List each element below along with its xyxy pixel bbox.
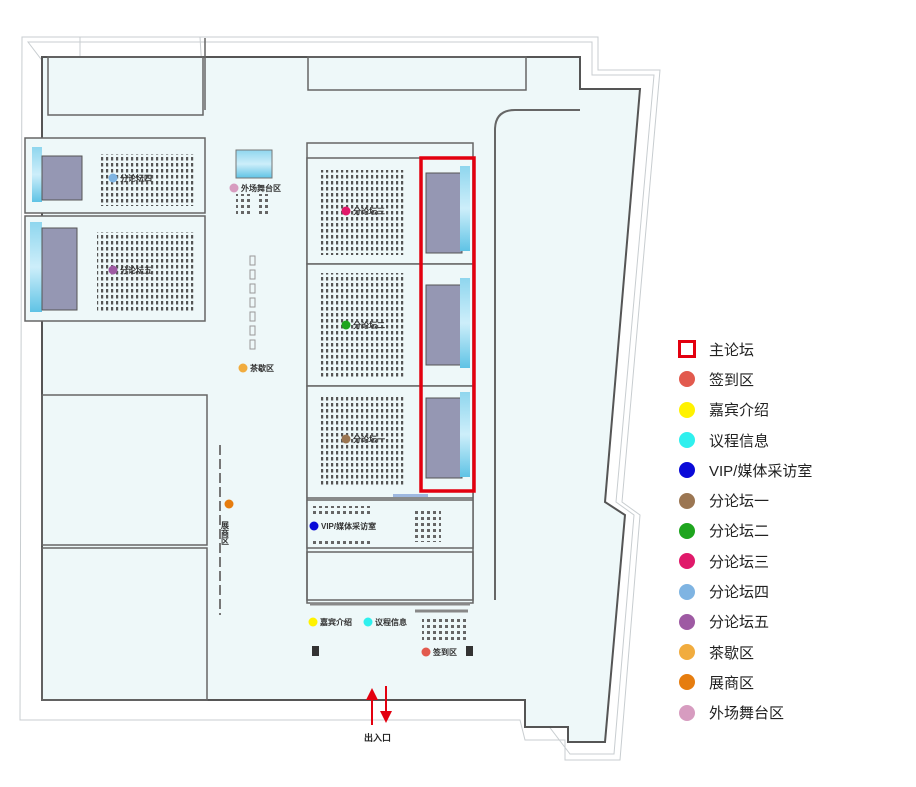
legend-marker-icon <box>679 371 695 388</box>
legend-item-tea-break: 茶歇区 <box>676 637 906 667</box>
forum2-stage <box>425 284 463 366</box>
legend-label: 分论坛二 <box>709 523 770 541</box>
forum3-stage <box>425 172 463 254</box>
legend-item-sign-in: 签到区 <box>676 364 906 394</box>
outdoor-stage-marker <box>229 183 239 193</box>
legend-item-guest-intro: 嘉宾介绍 <box>676 395 906 425</box>
svg-text:分论坛五: 分论坛五 <box>120 265 152 275</box>
legend-label: 分论坛一 <box>709 493 770 511</box>
map-markers: 分论坛四 分论坛五 外场舞台区 茶歇区 分论坛三 分论坛二 分论坛一 VIP/媒… <box>108 173 457 657</box>
svg-text:VIP/媒体采访室: VIP/媒体采访室 <box>321 521 376 531</box>
legend-label: 分论坛四 <box>709 584 770 602</box>
svg-text:签到区: 签到区 <box>432 647 457 657</box>
forum5-stage <box>41 227 78 311</box>
entrance-label: 出入口 <box>364 733 392 743</box>
agenda-info-marker <box>363 617 373 627</box>
legend-label: 主论坛 <box>709 341 755 359</box>
legend-marker-icon <box>679 522 695 539</box>
legend-item-forum5: 分论坛五 <box>676 607 906 637</box>
vip-media-marker <box>309 521 319 531</box>
svg-text:展商区: 展商区 <box>221 521 230 546</box>
legend-item-forum3: 分论坛三 <box>676 546 906 576</box>
legend-item-vip-media: VIP/媒体采访室 <box>676 455 906 485</box>
legend-label: 分论坛三 <box>709 553 770 571</box>
svg-text:外场舞台区: 外场舞台区 <box>241 183 281 193</box>
svg-text:分论坛四: 分论坛四 <box>120 173 152 183</box>
legend-item-forum4: 分论坛四 <box>676 576 906 606</box>
svg-text:分论坛一: 分论坛一 <box>353 434 385 444</box>
legend-item-forum2: 分论坛二 <box>676 516 906 546</box>
legend-label: 外场舞台区 <box>709 705 785 723</box>
left-rooms <box>24 137 208 701</box>
legend-marker-icon <box>679 583 695 600</box>
legend-marker-icon <box>679 704 695 721</box>
legend-marker-icon <box>678 340 696 359</box>
forum2-screen <box>460 278 470 368</box>
legend-label: VIP/媒体采访室 <box>709 462 813 480</box>
forum1-screen <box>460 392 470 477</box>
svg-text:议程信息: 议程信息 <box>375 617 407 627</box>
tea-break-marker <box>238 363 248 373</box>
legend-item-forum1: 分论坛一 <box>676 485 906 515</box>
sign-in-desks <box>310 602 473 656</box>
forum4-stage <box>41 155 83 201</box>
legend-item-exhibition: 展商区 <box>676 667 906 697</box>
forum1-marker <box>341 434 351 444</box>
guest-intro-marker <box>308 617 318 627</box>
legend-label: 签到区 <box>709 371 755 389</box>
legend-item-outdoor-stage: 外场舞台区 <box>676 698 906 728</box>
outdoor-stage-area <box>235 149 273 350</box>
legend-label: 茶歇区 <box>709 644 755 662</box>
forum3-marker <box>341 206 351 216</box>
legend-marker-icon <box>679 644 695 661</box>
sign-in-marker <box>421 647 431 657</box>
svg-text:分论坛二: 分论坛二 <box>353 320 385 330</box>
forum5-screen <box>30 222 42 312</box>
svg-text:嘉宾介绍: 嘉宾介绍 <box>319 617 352 627</box>
main-forum-outline <box>419 156 476 493</box>
exhibition-marker <box>224 499 234 509</box>
legend-marker-icon <box>679 613 695 630</box>
forum4-screen <box>32 147 42 202</box>
legend-label: 议程信息 <box>709 432 770 450</box>
legend-item-main-forum: 主论坛 <box>676 334 906 364</box>
forum4-marker <box>108 173 118 183</box>
legend-marker-icon <box>679 401 695 418</box>
svg-text:分论坛三: 分论坛三 <box>353 206 385 216</box>
forum5-marker <box>108 265 118 275</box>
svg-text:茶歇区: 茶歇区 <box>249 363 274 373</box>
top-rooms <box>47 38 527 116</box>
legend-marker-icon <box>679 553 695 570</box>
legend-marker-icon <box>679 432 695 449</box>
forum3-screen <box>460 166 470 251</box>
entrance-arrows <box>366 686 392 725</box>
legend-marker-icon <box>679 492 695 509</box>
legend-item-agenda-info: 议程信息 <box>676 425 906 455</box>
curved-wall <box>494 109 580 600</box>
center-halls <box>306 142 474 604</box>
legend-marker-icon <box>679 462 695 479</box>
legend-label: 嘉宾介绍 <box>709 402 770 420</box>
forum1-stage <box>425 397 463 479</box>
forum2-marker <box>341 320 351 330</box>
legend-label: 展商区 <box>709 674 755 692</box>
legend: 主论坛 签到区 嘉宾介绍 议程信息 VIP/媒体采访室 分论坛一 分论坛二 分论… <box>676 334 906 728</box>
legend-marker-icon <box>679 674 695 691</box>
legend-label: 分论坛五 <box>709 614 770 632</box>
